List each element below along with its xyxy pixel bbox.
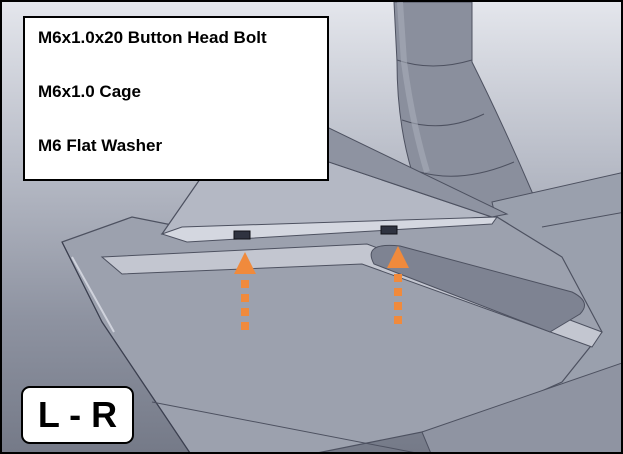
slot-cutout: [370, 244, 585, 333]
arrow-up-icon-right: [387, 246, 409, 324]
lower-chute: [421, 362, 621, 452]
part-label-bolt: M6x1.0x20 Button Head Bolt: [38, 28, 267, 47]
arrow-up-icon-left: [234, 252, 256, 330]
cage-hole-right: [380, 225, 398, 235]
parts-list-box: M6x1.0x20 Button Head Bolt M6x1.0 Cage M…: [23, 16, 329, 181]
part-label-cage: M6x1.0 Cage: [38, 82, 141, 101]
cage-hole-left: [233, 230, 251, 240]
view-orientation-badge: L - R: [21, 386, 134, 444]
part-label-washer: M6 Flat Washer: [38, 136, 163, 155]
